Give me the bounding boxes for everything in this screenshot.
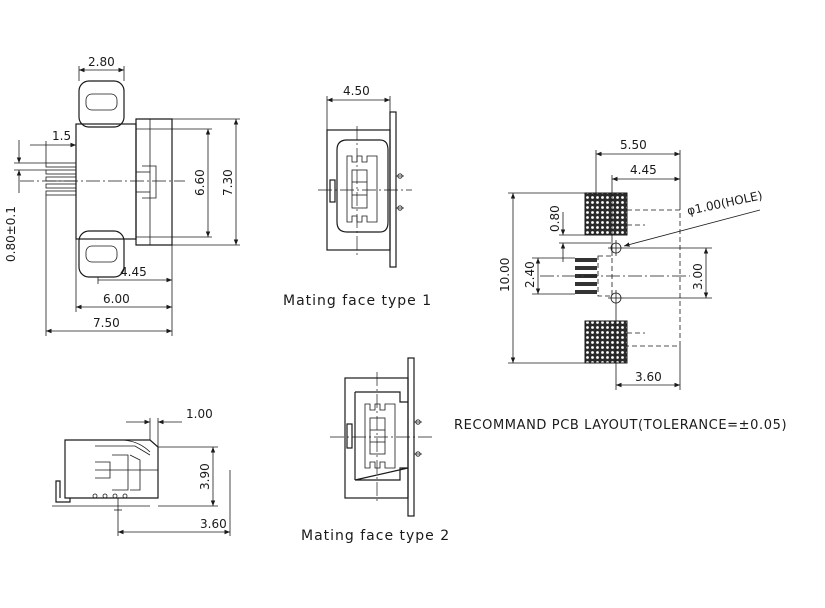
dim-label: 6.60: [193, 169, 207, 196]
dim-label: 4.45: [120, 265, 147, 279]
bottom-pad: [584, 320, 628, 364]
side-view: 1.00 3.90 3.60: [52, 407, 231, 536]
dim-label: 10.00: [498, 258, 512, 292]
bottom-latch-slot: [85, 245, 118, 263]
connector-body: [75, 123, 137, 240]
top-pad: [584, 192, 628, 236]
bottom-latch: [78, 230, 125, 278]
dim-label: 0.80±0.1: [4, 206, 18, 262]
dim-label: 5.50: [620, 138, 647, 152]
mating-face-type-2: Mating face type 2: [301, 357, 450, 544]
pcb-layout-note: RECOMMAND PCB LAYOUT(TOLERANCE=±0.05): [454, 418, 787, 433]
top-latch-slot: [85, 93, 118, 111]
dim-label: 1.00: [186, 407, 213, 421]
dim-label: 0.80: [548, 205, 562, 232]
front-flange: [135, 118, 173, 246]
dim-label: 2.80: [88, 55, 115, 69]
dim-label: 4.50: [343, 84, 370, 98]
hole-label: φ1.00(HOLE): [686, 188, 764, 218]
dim-label: 3.60: [200, 517, 227, 531]
pcb-layout: φ1.00(HOLE) 5.50 4.45 0.80 10.00 2.40 3.…: [454, 138, 787, 433]
top-latch: [78, 80, 125, 128]
dim-label: 6.00: [103, 292, 130, 306]
dim-label: 7.30: [221, 169, 235, 196]
dim-label: 3.00: [691, 263, 705, 290]
pin-tails: [45, 162, 77, 196]
dim-label: 1.5: [52, 129, 71, 143]
dim-label: 2.40: [523, 261, 537, 288]
top-view: 2.80 1.5 6.60 7.30 0.80±0.1 4.45 6.00: [4, 55, 240, 336]
mounting-plate: [389, 111, 397, 268]
caption: Mating face type 1: [283, 293, 432, 309]
dim-label: 3.60: [635, 370, 662, 384]
side-body: [64, 439, 159, 499]
dim-label: 3.90: [198, 463, 212, 490]
caption: Mating face type 2: [301, 528, 450, 544]
mating-face-type-1: 4.50 Mating face type 1: [283, 84, 432, 309]
smt-leg: [55, 480, 71, 503]
dim-label: 4.45: [630, 163, 657, 177]
dim-label: 7.50: [93, 316, 120, 330]
